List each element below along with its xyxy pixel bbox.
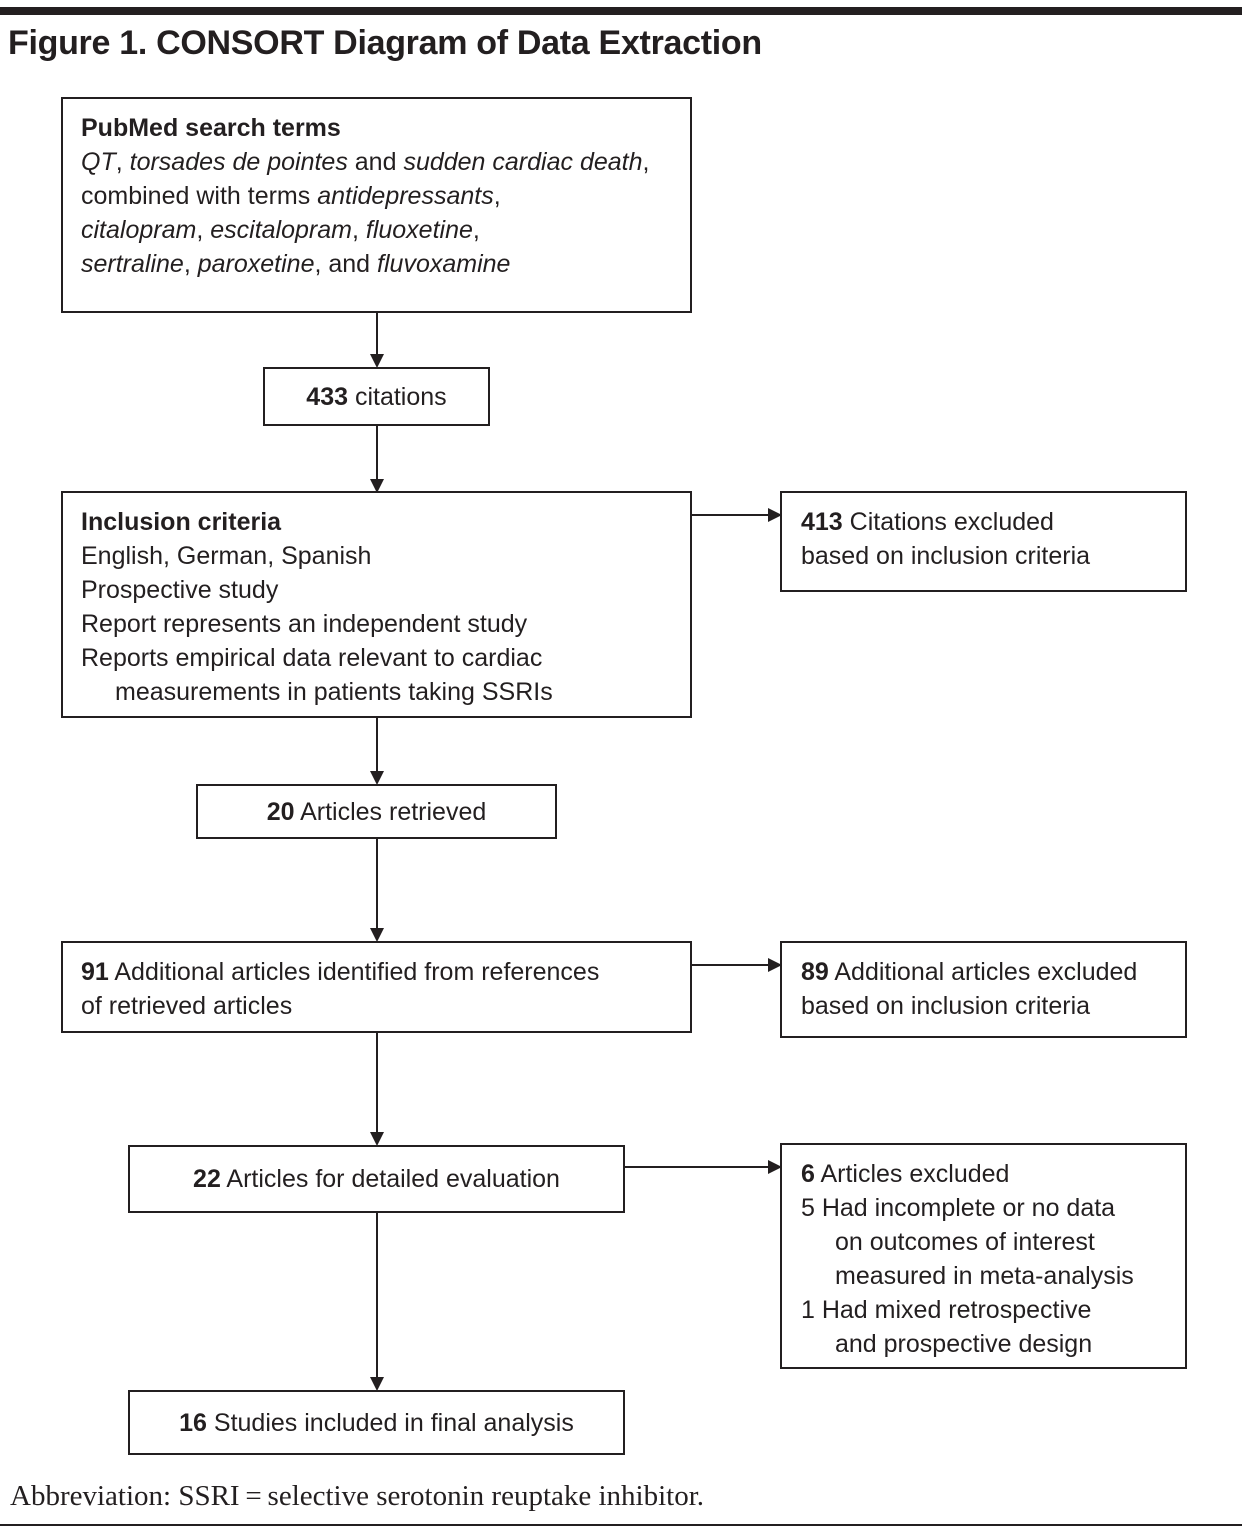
additional-articles-box: 91 Additional articles identified from r… [61,941,692,1033]
excluded-additional-reason: based on inclusion criteria [801,992,1091,1020]
exclusion-reason-continued: on outcomes of interest [835,1228,1095,1256]
final-analysis-label: Studies included in final analysis [206,1408,574,1437]
excluded-additional-box: 89 Additional articles excluded based on… [780,941,1187,1038]
excluded-citations-reason: based on inclusion criteria [801,542,1091,570]
final-analysis-box: 16 Studies included in final analysis [128,1390,625,1455]
detailed-evaluation-box: 22 Articles for detailed evaluation [128,1145,625,1213]
inclusion-item: Prospective study [81,576,279,604]
search-terms-heading: PubMed search terms [81,114,341,142]
inclusion-item: Reports empirical data relevant to cardi… [81,644,543,672]
top-rule [0,7,1242,15]
abbreviation-footnote: Abbreviation: SSRI = selective serotonin… [10,1480,705,1512]
final-analysis-count: 16 [179,1408,207,1437]
citations-count: 433 [306,382,349,411]
additional-articles-label: Additional articles identified from refe… [108,958,600,986]
search-terms-box: PubMed search terms QT, torsades de poin… [61,97,692,313]
exclusion-reason: 5 Had incomplete or no data [801,1194,1116,1222]
articles-retrieved-count: 20 [266,797,295,826]
excluded-citations-label: Citations excluded [842,508,1054,536]
excluded-citations-count: 413 [801,508,843,536]
excluded-citations-box: 413 Citations excluded based on inclusio… [780,491,1187,592]
search-terms-line-3: citalopram, escitalopram, fluoxetine, [81,216,480,244]
exclusion-reason: 1 Had mixed retrospective [801,1296,1092,1324]
additional-articles-label-continued: of retrieved articles [81,992,293,1020]
inclusion-item: Report represents an independent study [81,610,528,638]
inclusion-item-continued: measurements in patients taking SSRIs [115,678,553,706]
detailed-evaluation-count: 22 [193,1165,221,1193]
citations-box: 433 citations [263,367,490,426]
search-terms-line-4: sertraline, paroxetine, and fluvoxamine [81,250,511,278]
excluded-articles-count: 6 [801,1160,815,1188]
search-terms-line-2: combined with terms antidepressants, [81,182,501,210]
inclusion-criteria-heading: Inclusion criteria [81,508,282,536]
excluded-additional-count: 89 [801,958,829,986]
excluded-additional-label: Additional articles excluded [828,958,1138,986]
exclusion-reason-continued: measured in meta-analysis [835,1262,1134,1290]
search-terms-line-1: QT, torsades de pointes and sudden cardi… [81,148,650,176]
exclusion-reason-continued: and prospective design [835,1330,1093,1358]
excluded-articles-box: 6 Articles excluded 5 Had incomplete or … [780,1143,1187,1369]
articles-retrieved-box: 20 Articles retrieved [196,784,557,839]
inclusion-item: English, German, Spanish [81,542,372,570]
citations-label: citations [348,382,447,411]
detailed-evaluation-label: Articles for detailed evaluation [220,1165,560,1193]
excluded-articles-label: Articles excluded [814,1160,1010,1188]
figure-title: Figure 1. CONSORT Diagram of Data Extrac… [8,24,762,62]
inclusion-criteria-box: Inclusion criteria English, German, Span… [61,491,692,718]
bottom-rule [0,1524,1242,1526]
articles-retrieved-label: Articles retrieved [294,797,487,826]
additional-articles-count: 91 [81,958,109,986]
